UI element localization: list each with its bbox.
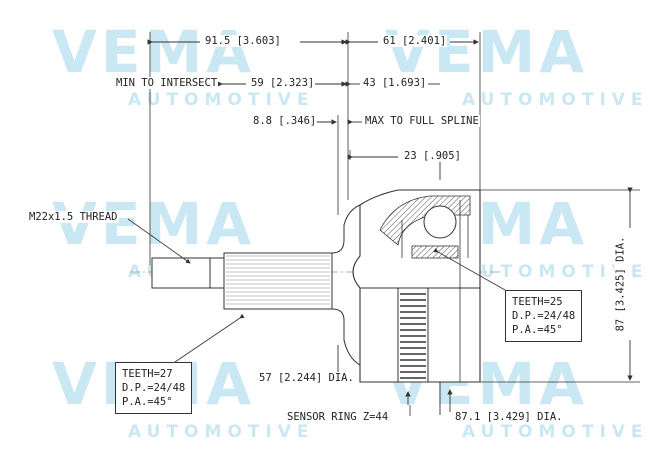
dim-23: 23 [.905]	[403, 150, 462, 162]
watermark-sub: AUTOMOTIVE	[128, 422, 315, 442]
dim-57-dia: 57 [2.244] DIA.	[258, 372, 355, 384]
dim-8-8: 8.8 [.346]	[252, 115, 318, 127]
watermark-logo: VEMA	[385, 18, 589, 86]
extension-lines	[149, 32, 640, 383]
dim-43: 43 [1.693]	[362, 77, 428, 89]
dim-min-intersect-label: MIN TO INTERSECT	[115, 77, 219, 89]
watermark-logo: VEMA	[52, 18, 256, 86]
spline-teeth	[226, 255, 330, 305]
inner-spline-spec-box: TEETH=27 D.P.=24/48 P.A.=45°	[115, 362, 193, 414]
thread-stub	[151, 257, 225, 289]
dim-87-dia: 87 [3.425] DIA.	[614, 235, 627, 333]
leader-lines	[127, 218, 506, 416]
inner-race-section	[411, 245, 459, 259]
sensor-ring-callout: SENSOR RING Z=44	[286, 411, 390, 423]
sensor-ring-teeth	[400, 293, 426, 379]
thread-callout: M22x1.5 THREAD	[28, 211, 119, 223]
inner-teeth: TEETH=27	[122, 368, 173, 380]
inner-dp: D.P.=24/48	[122, 382, 186, 394]
dim-overall-length: 91.5 [3.603]	[204, 35, 282, 47]
outer-pa: P.A.=45°	[512, 324, 563, 336]
splined-shaft	[223, 252, 333, 310]
ball	[423, 205, 457, 239]
housing-neck	[331, 204, 361, 366]
outer-spline-spec-box: TEETH=25 D.P.=24/48 P.A.=45°	[505, 290, 583, 342]
watermark-logo: VEMA	[52, 190, 256, 258]
dim-outer-length: 61 [2.401]	[382, 35, 448, 47]
dim-87-1-dia: 87.1 [3.429] DIA.	[454, 411, 564, 423]
inner-pa: P.A.=45°	[122, 396, 173, 408]
dimension-arrows	[147, 39, 633, 415]
dim-min-intersect: 59 [2.323]	[250, 77, 316, 89]
sensor-ring	[397, 287, 429, 383]
dim-max-full-spline: MAX TO FULL SPLINE	[364, 115, 480, 127]
watermark-sub: AUTOMOTIVE	[462, 90, 649, 110]
watermark-sub: AUTOMOTIVE	[462, 422, 649, 442]
watermark-sub: AUTOMOTIVE	[128, 90, 315, 110]
watermark-sub: AUTOMOTIVE	[462, 262, 649, 282]
outer-dp: D.P.=24/48	[512, 310, 576, 322]
outer-teeth: TEETH=25	[512, 296, 563, 308]
